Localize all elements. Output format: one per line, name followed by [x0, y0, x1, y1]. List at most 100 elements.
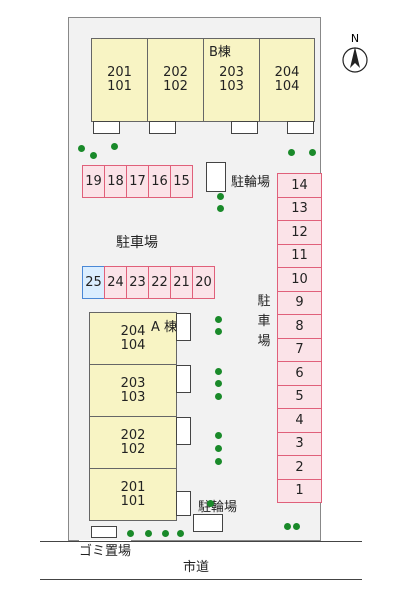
- unit-upper: 202: [163, 65, 188, 80]
- parking-column-right: 14 13 12 11 10 9 8 7 6 5 4 3 2 1: [277, 173, 322, 503]
- tree: [215, 368, 222, 375]
- building-b-unit: 204 104: [259, 38, 315, 122]
- parking-slot: 8: [277, 314, 322, 339]
- tree: [90, 152, 97, 159]
- unit-upper: 201: [107, 65, 132, 80]
- tree: [217, 205, 224, 212]
- entrance: [93, 121, 120, 134]
- unit-upper: 204: [120, 323, 146, 339]
- entrance: [176, 491, 191, 516]
- parking-slot: 19: [82, 165, 105, 198]
- building-a-unit: 203 103: [89, 364, 177, 417]
- building-b-unit: 202 102: [147, 38, 204, 122]
- parking-slot: 15: [170, 165, 193, 198]
- parking-side-char: 駐: [257, 294, 271, 309]
- building-a-unit: 201 101: [89, 468, 177, 521]
- building-a-unit: 202 102: [89, 416, 177, 469]
- parking-row-top: 19 18 17 16 15: [82, 165, 193, 198]
- parking-slot: 21: [170, 266, 193, 299]
- building-b-unit: 203 103: [203, 38, 260, 122]
- entrance: [176, 313, 191, 341]
- unit-lower: 104: [120, 337, 146, 353]
- tree: [215, 316, 222, 323]
- tree: [207, 500, 214, 507]
- road-edge-top: [40, 541, 362, 542]
- compass-letter: N: [351, 32, 359, 45]
- parking-slot: 5: [277, 384, 322, 409]
- parking-slot: 7: [277, 337, 322, 362]
- parking-slot: 11: [277, 243, 322, 268]
- parking-side-label: 駐 車 場: [257, 292, 271, 352]
- unit-upper: 203: [120, 375, 146, 391]
- unit-lower: 103: [120, 389, 146, 405]
- parking-side-char: 車: [257, 314, 271, 329]
- tree: [127, 530, 134, 537]
- parking-slot: 3: [277, 431, 322, 456]
- parking-slot: 23: [126, 266, 149, 299]
- tree: [215, 445, 222, 452]
- tree: [215, 393, 222, 400]
- parking-slot: 20: [192, 266, 215, 299]
- parking-slot: 2: [277, 455, 322, 480]
- unit-upper: 203: [219, 65, 244, 80]
- parking-slot: 6: [277, 361, 322, 386]
- unit-upper: 204: [274, 65, 300, 80]
- parking-slot: 9: [277, 290, 322, 315]
- tree: [177, 530, 184, 537]
- unit-lower: 104: [274, 79, 300, 94]
- building-b-unit: 201 101: [91, 38, 148, 122]
- parking-slot: 22: [148, 266, 171, 299]
- parking-slot: 1: [277, 478, 322, 503]
- building-b-label: B棟: [209, 45, 231, 60]
- parking-slot: 16: [148, 165, 171, 198]
- tree: [111, 143, 118, 150]
- unit-lower: 101: [120, 493, 146, 509]
- entrance: [149, 121, 176, 134]
- parking-label: 駐車場: [116, 235, 158, 251]
- garbage-box: [91, 526, 117, 538]
- building-b: 201 101 202 102 203 103 204 104 B棟: [91, 38, 315, 134]
- parking-slot: 12: [277, 220, 322, 245]
- unit-upper: 202: [120, 427, 146, 443]
- unit-lower: 102: [163, 79, 188, 94]
- bicycle-parking-label: 駐輪場: [231, 175, 271, 190]
- entrance: [287, 121, 314, 134]
- tree: [309, 149, 316, 156]
- parking-side-char: 場: [257, 334, 271, 349]
- building-a-unit: 204 104: [89, 312, 177, 365]
- road-label: 市道: [183, 560, 210, 575]
- tree: [217, 193, 224, 200]
- parking-row-middle: 25 24 23 22 21 20: [82, 266, 215, 299]
- garbage-label: ゴミ置場: [79, 540, 132, 559]
- tree: [284, 523, 291, 530]
- parking-slot: 14: [277, 173, 322, 198]
- tree: [215, 328, 222, 335]
- parking-slot: 10: [277, 267, 322, 292]
- unit-upper: 201: [120, 479, 146, 495]
- tree: [215, 432, 222, 439]
- tree: [162, 530, 169, 537]
- parking-slot: 13: [277, 196, 322, 221]
- tree: [145, 530, 152, 537]
- bicycle-parking-box: [206, 162, 226, 192]
- bicycle-parking-label: 駐輪場: [198, 500, 238, 515]
- unit-lower: 101: [107, 79, 132, 94]
- tree: [215, 458, 222, 465]
- parking-slot: 18: [104, 165, 127, 198]
- parking-slot: 4: [277, 408, 322, 433]
- entrance: [231, 121, 258, 134]
- unit-lower: 103: [219, 79, 244, 94]
- entrance: [176, 365, 191, 393]
- unit-lower: 102: [120, 441, 146, 457]
- tree: [78, 145, 85, 152]
- tree: [293, 523, 300, 530]
- building-a-label: A 棟: [151, 320, 178, 335]
- north-arrow-icon: N: [340, 30, 370, 76]
- tree: [215, 380, 222, 387]
- bicycle-parking-box: [193, 514, 223, 532]
- road-edge-bottom: [40, 579, 362, 580]
- parking-slot-accessible: 25: [82, 266, 105, 299]
- parking-slot: 24: [104, 266, 127, 299]
- entrance: [176, 417, 191, 445]
- tree: [288, 149, 295, 156]
